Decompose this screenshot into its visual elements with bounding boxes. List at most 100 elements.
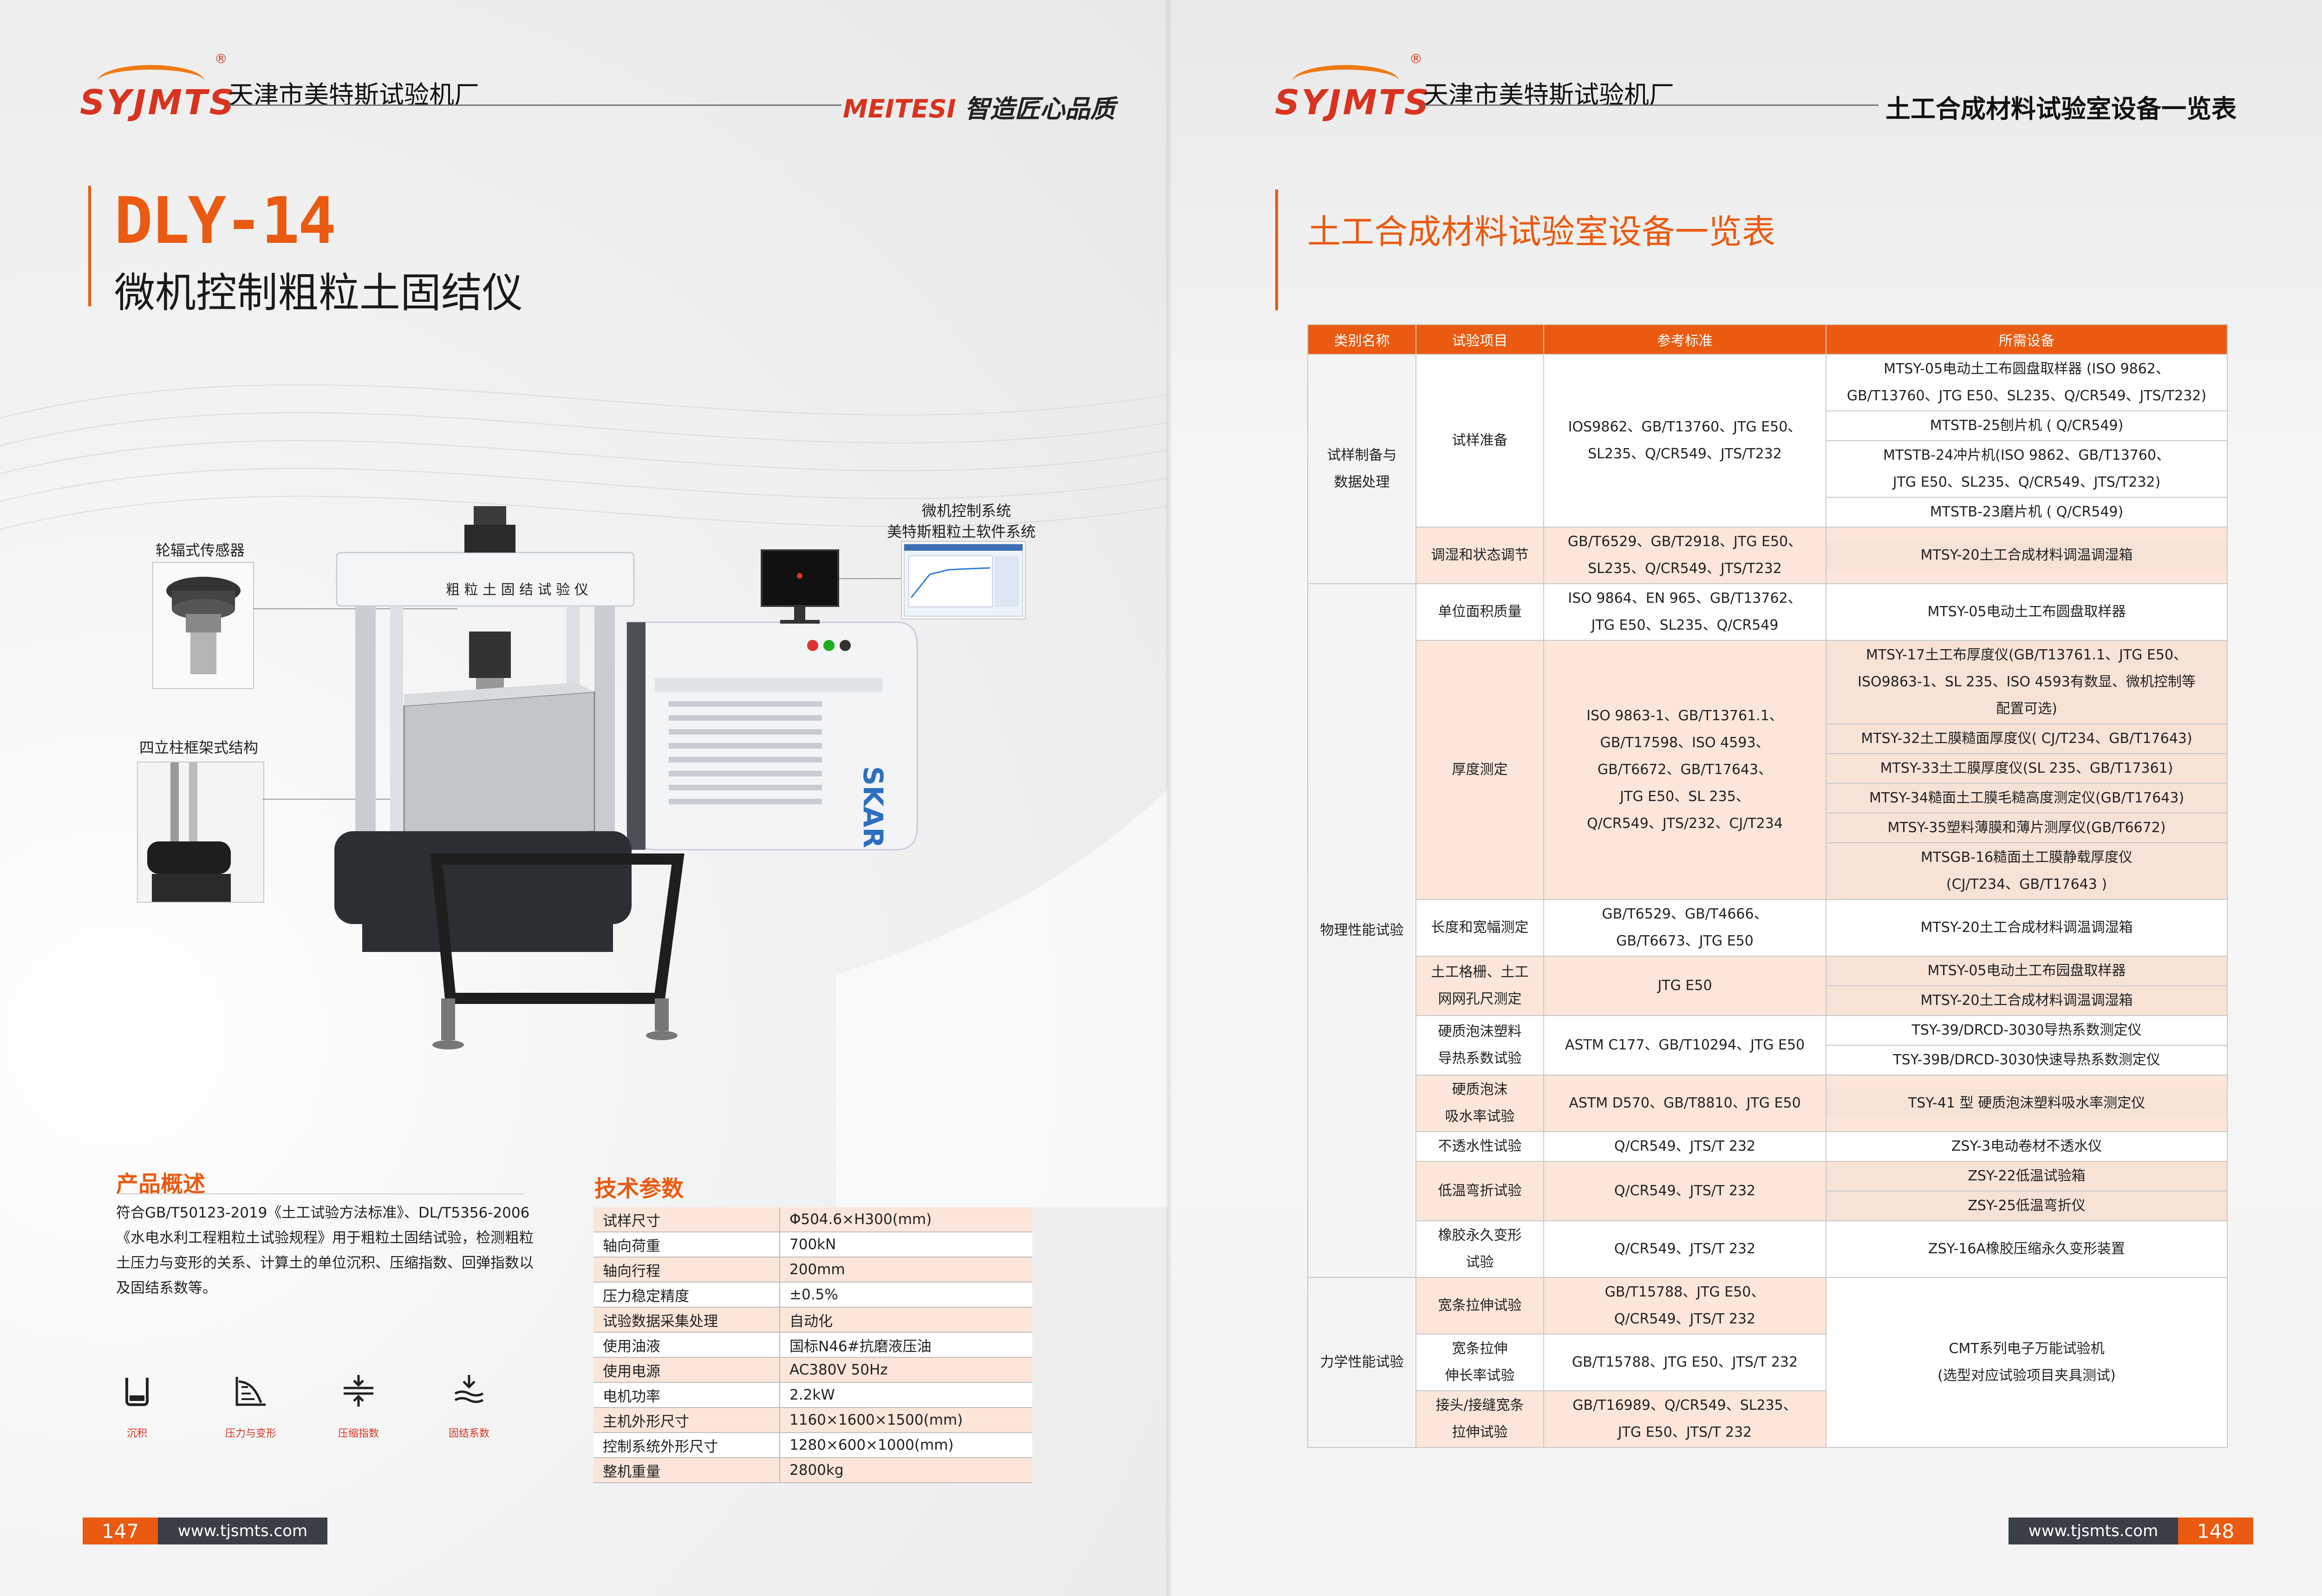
standard-cell: ISO 9863-1、GB/T13761.1、GB/T17598、ISO 459… [1543,640,1826,900]
feature-label: 沉积 [126,1428,147,1440]
table-row: 试验数据采集处理自动化 [594,1307,1032,1333]
standard-cell: ASTM D570、GB/T8810、JTG E50 [1543,1075,1826,1132]
page-number-right: 148 [2178,1518,2253,1544]
equipment-item: ZSY-25低温弯折仪 [1826,1192,2227,1220]
table-row: 压力稳定精度±0.5% [594,1282,1032,1308]
category-cell: 试样制备与数据处理 [1307,354,1416,584]
spec-key: 使用油液 [594,1332,780,1358]
spec-value: 2.2kW [780,1382,1032,1408]
spec-value: AC380V 50Hz [780,1357,1032,1383]
callout-frame: 四立柱框架式结构 [139,739,259,756]
spec-value: 1160×1600×1500(mm) [780,1407,1032,1433]
software-thumbnail [901,541,1026,619]
consolidation-machine-illustration: SKAR 粗 粒 土 固 结 试 验 仪 [334,506,918,1049]
test-item-cell: 接头/接缝宽条拉伸试验 [1415,1390,1544,1448]
equipment-item: MTSY-17土工布厚度仪(GB/T13761.1、JTG E50、ISO986… [1826,641,2227,724]
test-item-cell: 试样准备 [1415,354,1544,528]
header-title: 土工合成材料试验室设备一览表 [1885,94,2237,124]
spec-key: 主机外形尺寸 [594,1407,780,1433]
spec-key: 试样尺寸 [594,1207,780,1232]
equipment-item: MTSTB-25刨片机 ( Q/CR549) [1826,411,2227,441]
standard-cell: ISO 9864、EN 965、GB/T13762、JTG E50、SL235、… [1543,583,1826,641]
test-item-cell: 单位面积质量 [1415,583,1544,641]
software-screen-icon [904,544,1023,617]
book-spine [1165,0,1172,1596]
col-category: 类别名称 [1307,324,1416,355]
logo: SYJMTS [1275,83,1431,123]
standard-cell: GB/T6529、GB/T2918、JTG E50、SL235、Q/CR549、… [1543,527,1826,584]
equipment-item: MTSTB-24冲片机(ISO 9862、GB/T13760、JTG E50、S… [1826,441,2227,498]
standard-cell: Q/CR549、JTS/T 232 [1543,1161,1826,1221]
registered-mark: ® [215,51,228,66]
equipment-item: MTSY-05电动土工布圆盘取样器 [1826,598,2227,626]
equipment-item: TSY-39/DRCD-3030导热系数测定仪 [1826,1016,2227,1046]
spec-key: 轴向行程 [594,1257,780,1283]
test-item-cell: 橡胶永久变形试验 [1415,1220,1544,1278]
feature-pressure-deformation: 压力与变形 [204,1372,297,1440]
sensor-thumbnail [152,562,254,689]
spec-key: 压力稳定精度 [594,1282,780,1308]
logo-arc [1292,65,1399,98]
background-swoosh [0,384,1168,1207]
test-item-cell: 宽条拉伸试验 [1415,1277,1544,1335]
test-item-cell: 不透水性试验 [1415,1131,1544,1162]
feature-label: 压缩指数 [338,1428,379,1440]
equipment-cell: ZSY-16A橡胶压缩永久变形装置 [1826,1220,2228,1278]
callout-system-1: 微机控制系统 [922,502,1011,520]
container-icon [125,1378,149,1406]
spec-key: 整机重量 [594,1458,780,1483]
website-link-right[interactable]: www.tjsmts.com [2009,1518,2178,1544]
equipment-item: ZSY-22低温试验箱 [1826,1162,2227,1192]
product-name: 微机控制粗粒土固结仪 [114,269,523,317]
col-standard: 参考标准 [1543,324,1826,355]
website-link-left[interactable]: www.tjsmts.com [158,1518,327,1544]
equipment-cell: MTSY-05电动土工布圆盘取样器 [1826,583,2228,641]
equipment-item: ZSY-3电动卷材不透水仪 [1826,1132,2227,1161]
test-item-cell: 硬质泡沫吸水率试验 [1415,1075,1544,1132]
test-item-cell: 低温弯折试验 [1415,1161,1544,1221]
header-rule [228,104,841,106]
col-equipment: 所需设备 [1826,324,2228,355]
equipment-item: TSY-41 型 硬质泡沫塑料吸水率测定仪 [1826,1089,2227,1118]
overview-title: 产品概述 [116,1171,206,1197]
column-frame-icon [138,762,263,902]
specs-title: 技术参数 [594,1176,684,1202]
machine-label: 粗 粒 土 固 结 试 验 仪 [446,582,588,598]
spec-value: 自动化 [780,1307,1032,1333]
compression-icon [344,1375,373,1407]
spec-key: 控制系统外形尺寸 [594,1433,780,1458]
equipment-item: MTSY-20土工合成材料调温调湿箱 [1826,986,2227,1015]
logo: SYJMTS [80,83,236,123]
machine-brand: SKAR [857,766,889,848]
standard-cell: Q/CR549、JTS/T 232 [1543,1131,1826,1162]
spec-value: Φ504.6×H300(mm) [780,1207,1032,1232]
page-title: 土工合成材料试验室设备一览表 [1307,212,1776,251]
callout-lead-frame [262,799,402,800]
equipment-item: MTSY-33土工膜厚度仪(SL 235、GB/T17361) [1826,754,2227,784]
spec-key: 使用电源 [594,1357,780,1383]
title-accent-bar [88,186,91,306]
slogan-text: 智造匠心品质 [965,94,1115,124]
feature-compression: 压缩指数 [312,1372,405,1440]
standard-cell: IOS9862、GB/T13760、JTG E50、SL235、Q/CR549、… [1543,354,1826,528]
equipment-cell: MTSY-05电动土工布圆盘取样器 (ISO 9862、GB/T13760、JT… [1826,354,2228,528]
equipment-cell: CMT系列电子万能试验机(选型对应试验项目夹具测试) [1826,1277,2228,1448]
